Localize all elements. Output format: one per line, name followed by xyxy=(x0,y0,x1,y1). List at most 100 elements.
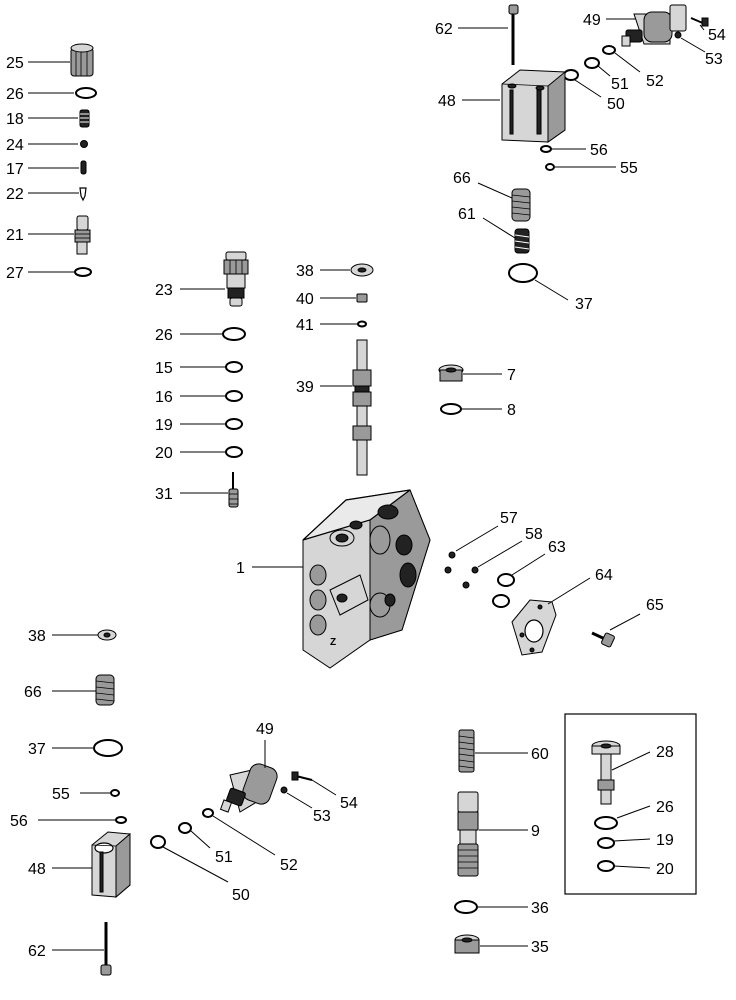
part-49-solenoid-b xyxy=(219,763,278,813)
part-20-ring xyxy=(225,446,243,458)
label-51: 51 xyxy=(611,76,629,93)
label-55: 55 xyxy=(620,160,638,177)
label-65: 65 xyxy=(646,597,664,614)
part-56-ring-b xyxy=(115,816,127,824)
part-64-cover-plate xyxy=(511,599,557,656)
label-9: 9 xyxy=(531,823,540,840)
label-60: 60 xyxy=(531,746,549,763)
part-25-cap xyxy=(70,43,94,77)
label-58: 58 xyxy=(525,526,543,543)
label-17: 17 xyxy=(6,161,24,178)
label-38: 38 xyxy=(296,263,314,280)
part-16-ring xyxy=(225,390,243,402)
part-7-plug xyxy=(438,364,464,382)
label-55-b: 55 xyxy=(52,786,70,803)
label-49-b: 49 xyxy=(256,721,274,738)
part-52-ring-b xyxy=(202,808,214,818)
label-66: 66 xyxy=(453,170,471,187)
part-48-housing-top xyxy=(501,69,566,143)
label-39: 39 xyxy=(296,379,314,396)
part-53-ball-b xyxy=(280,786,288,794)
label-66-b: 66 xyxy=(24,684,42,701)
part-27-oring xyxy=(74,267,92,277)
label-54-b: 54 xyxy=(340,795,358,812)
part-55-ring-b xyxy=(110,789,120,797)
part-50-ring-top xyxy=(563,69,579,81)
label-54: 54 xyxy=(708,27,726,44)
label-28: 28 xyxy=(656,744,674,761)
part-31-plunger xyxy=(228,472,239,508)
label-20: 20 xyxy=(155,445,173,462)
part-36-ring xyxy=(454,900,478,914)
part-53-ball-top xyxy=(674,31,682,39)
part-17-spring xyxy=(80,160,87,175)
part-50-ring-b xyxy=(150,835,166,849)
part-49-solenoid-top xyxy=(621,4,687,47)
part-38-washer-b xyxy=(97,629,117,641)
part-9-spool xyxy=(457,791,479,877)
part-26-ring-b xyxy=(222,327,246,341)
label-53: 53 xyxy=(705,51,723,68)
part-40-nut xyxy=(356,293,368,303)
label-62: 62 xyxy=(435,21,453,38)
label-56: 56 xyxy=(590,142,608,159)
label-1: 1 xyxy=(236,560,245,577)
inset-box xyxy=(564,713,697,895)
part-62-bolt-top xyxy=(508,4,519,65)
part-57-plug xyxy=(448,551,456,559)
label-8: 8 xyxy=(507,402,516,419)
part-20-ring-b xyxy=(597,860,615,872)
part-24-ball xyxy=(80,140,88,148)
part-21-seat xyxy=(74,215,91,255)
label-20-b: 20 xyxy=(656,861,674,878)
label-26-c: 26 xyxy=(656,799,674,816)
label-35: 35 xyxy=(531,939,549,956)
part-56-ring-top xyxy=(540,145,552,153)
label-48-b: 48 xyxy=(28,861,46,878)
label-51-b: 51 xyxy=(215,849,233,866)
part-54-screw-top xyxy=(690,17,709,27)
label-62-b: 62 xyxy=(28,943,46,960)
label-50-b: 50 xyxy=(232,887,250,904)
label-27: 27 xyxy=(6,265,24,282)
label-57: 57 xyxy=(500,510,518,527)
label-19: 19 xyxy=(155,417,173,434)
part-63-rings xyxy=(492,573,515,608)
part-22-poppet xyxy=(79,187,87,202)
part-23-cartridge xyxy=(223,251,249,307)
label-37: 37 xyxy=(575,296,593,313)
label-63: 63 xyxy=(548,539,566,556)
part-61-spring-top xyxy=(514,228,530,254)
part-18-spring xyxy=(79,109,90,128)
part-52-ring-top xyxy=(602,45,616,55)
part-1-valve-body: Z xyxy=(302,489,431,669)
label-26: 26 xyxy=(6,86,24,103)
label-37-b: 37 xyxy=(28,741,46,758)
part-48-housing-b xyxy=(91,831,131,899)
part-65-bolt xyxy=(591,631,615,648)
label-18: 18 xyxy=(6,111,24,128)
label-41: 41 xyxy=(296,317,314,334)
part-54-screw-b xyxy=(291,771,313,781)
part-35-plug xyxy=(454,934,480,954)
label-61: 61 xyxy=(458,206,476,223)
label-22: 22 xyxy=(6,186,24,203)
part-19-ring-b xyxy=(597,837,615,849)
part-15-ring xyxy=(225,361,243,373)
label-49: 49 xyxy=(583,12,601,29)
label-36: 36 xyxy=(531,900,549,917)
part-26-ring-c xyxy=(594,816,618,830)
label-15: 15 xyxy=(155,360,173,377)
label-7: 7 xyxy=(507,367,516,384)
part-28-plunger xyxy=(591,740,621,805)
part-37-ring-b xyxy=(93,739,123,757)
part-66-spring-b xyxy=(95,674,115,706)
part-60-spring xyxy=(458,729,475,773)
part-51-ring-b xyxy=(178,822,192,834)
part-51-ring-top xyxy=(584,57,600,69)
label-64: 64 xyxy=(595,567,613,584)
label-21: 21 xyxy=(6,227,24,244)
label-52: 52 xyxy=(646,73,664,90)
part-8-ring xyxy=(440,403,462,415)
